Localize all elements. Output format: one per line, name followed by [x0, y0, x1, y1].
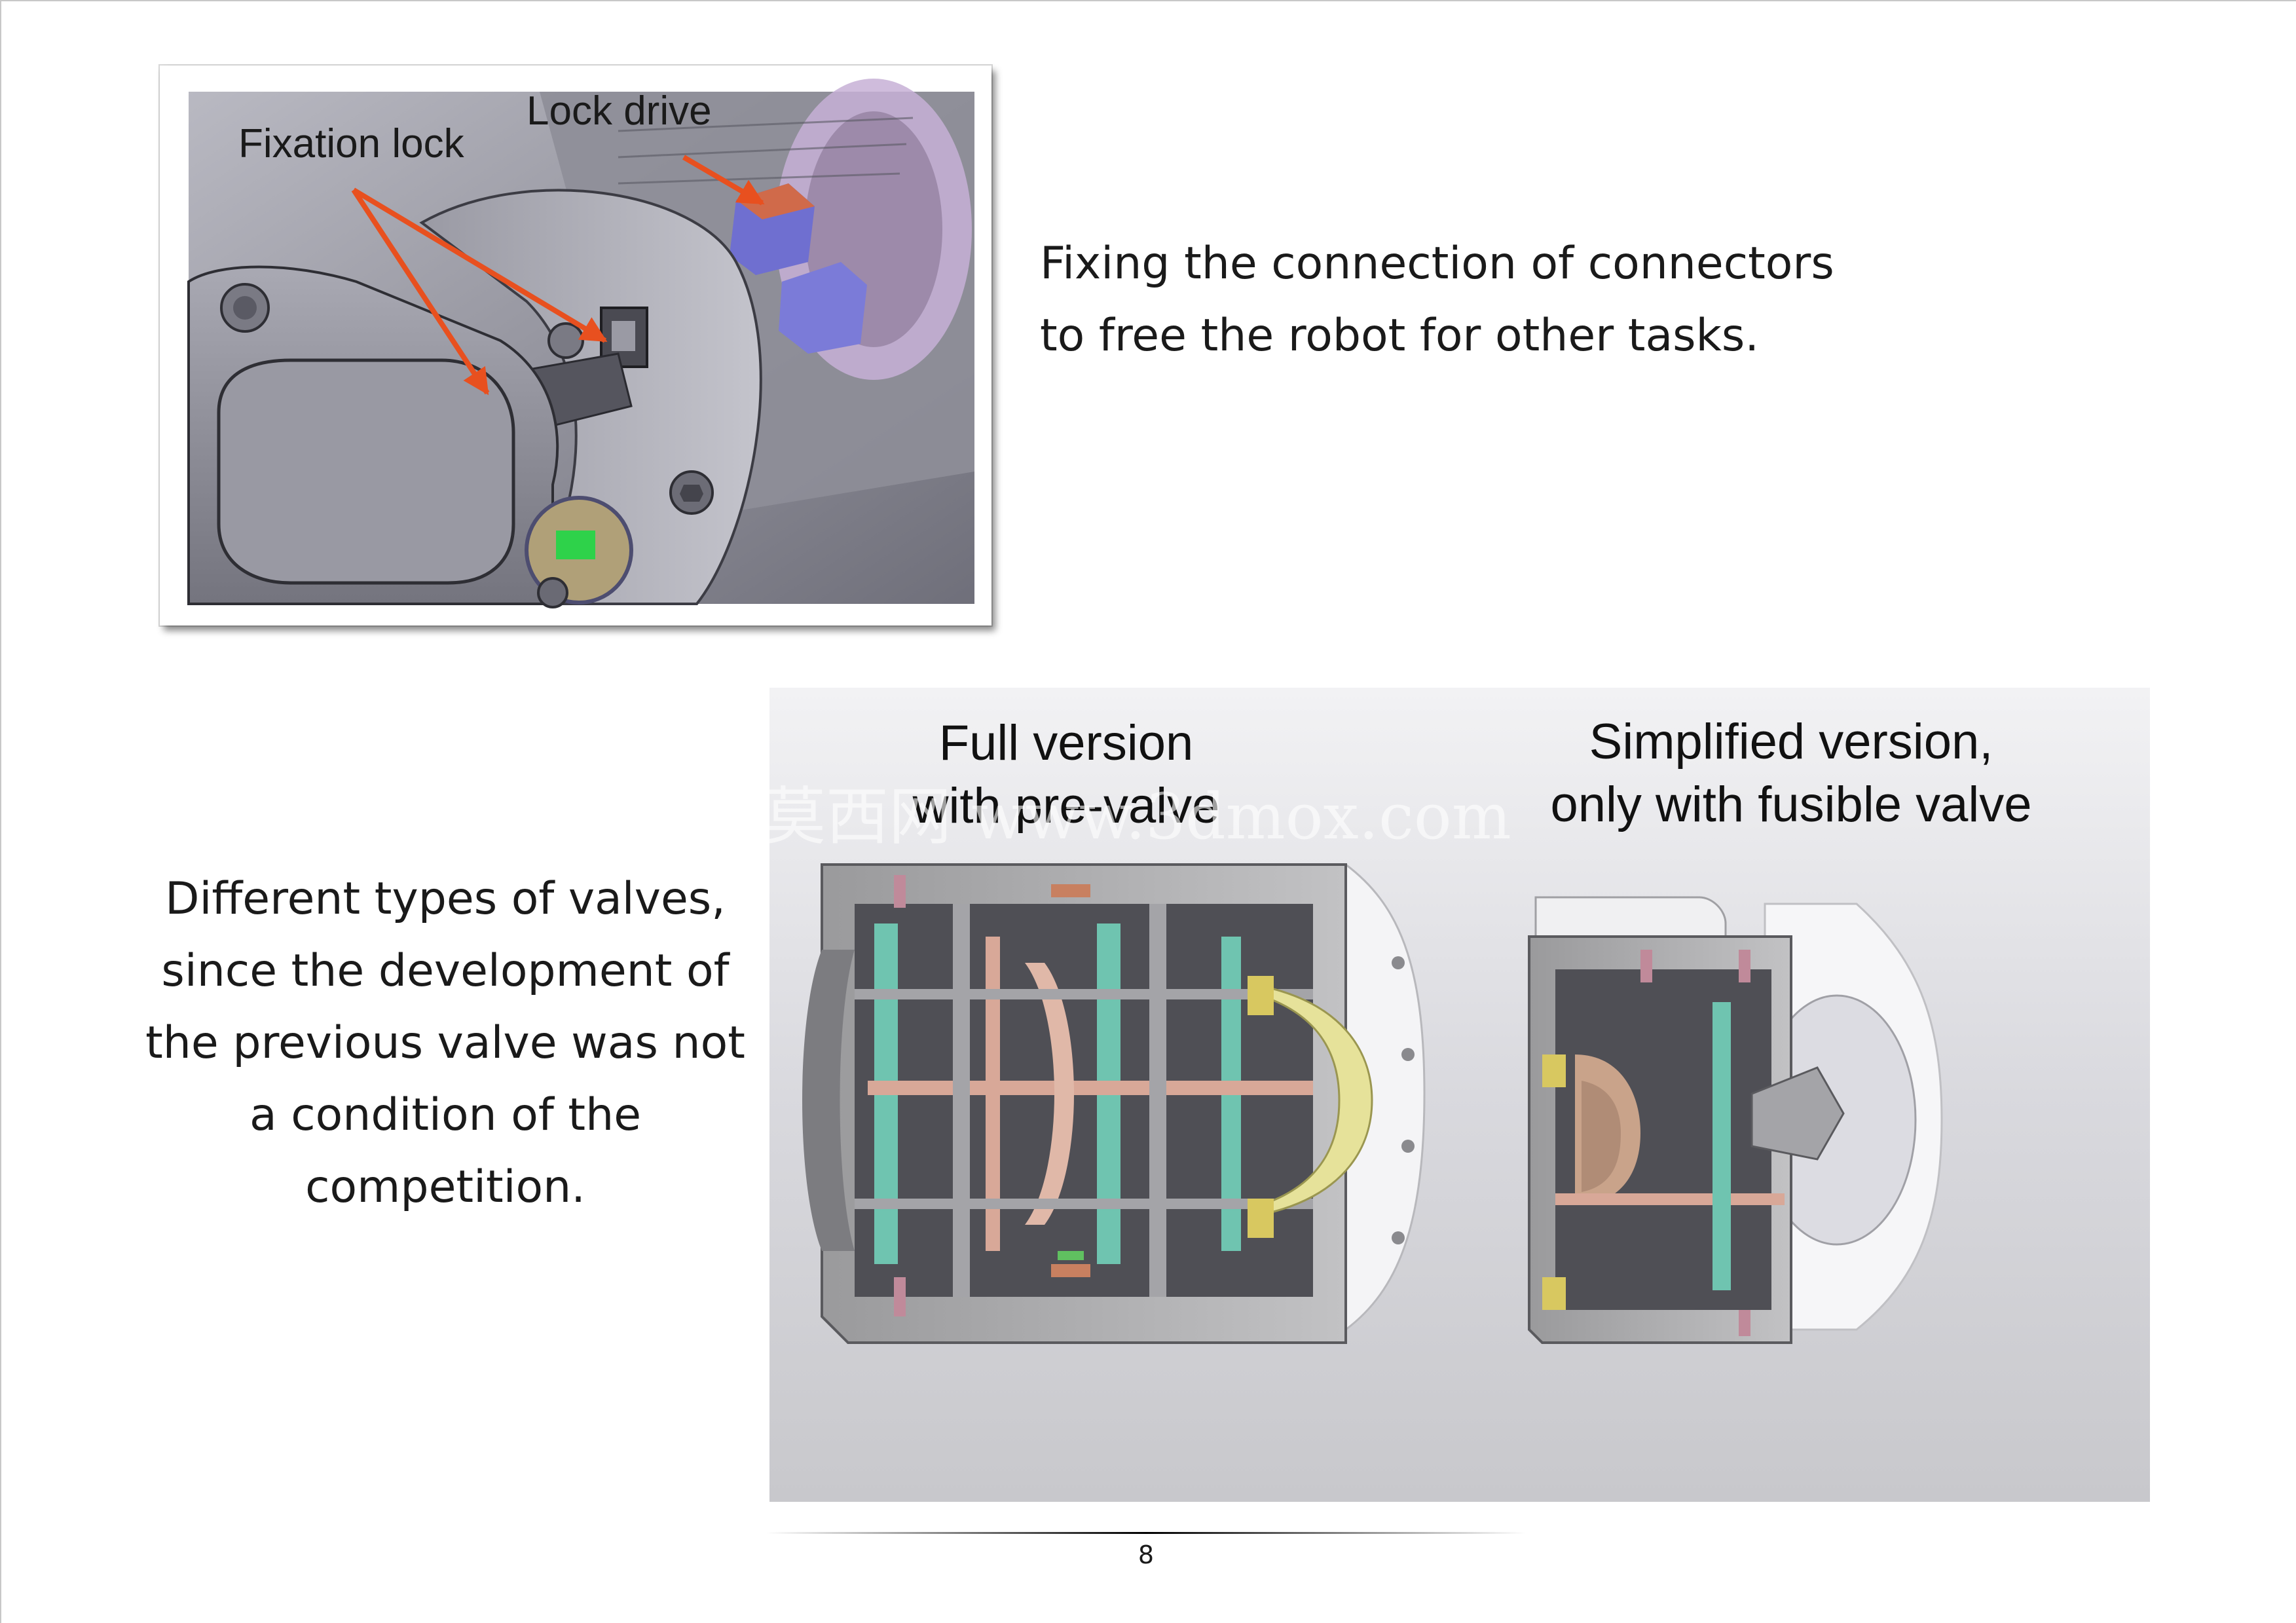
valve-stem [868, 1081, 1313, 1095]
valve-stem [1555, 1193, 1785, 1205]
description-left: Different types of valves, since the dev… [92, 863, 799, 1223]
footer-rule [766, 1532, 1526, 1534]
label-simplified-version: Simplified version, [1589, 714, 1993, 770]
fixation-lock-render: Fixation lock Lock drive [187, 79, 974, 608]
fixation-lock-arrow [351, 188, 490, 396]
description-left-line: the previous valve was not [145, 1017, 745, 1069]
label-fusible-valve: only with fusible valve [1550, 777, 2031, 832]
fixation-lock-arrow [352, 187, 608, 343]
label-lock-drive: Lock drive [527, 88, 712, 134]
description-left-line: a condition of the [249, 1089, 642, 1141]
green-pin [556, 531, 595, 559]
watermark: 莫西网 www.3dmox.com [769, 780, 1511, 853]
description-left-line: Different types of valves, [165, 873, 726, 925]
valve-versions-figure: Full version with pre-valve Simplified v… [769, 688, 2150, 1502]
description-left-line: competition. [305, 1161, 585, 1213]
description-top-line: Fixing the connection of connectors [1040, 238, 1834, 289]
description-top-line: to free the robot for other tasks. [1040, 310, 1759, 362]
lock-drive-arrow [682, 155, 765, 206]
label-fixation-lock: Fixation lock [238, 121, 465, 166]
fixation-lock-figure: Fixation lock Lock drive [160, 65, 991, 625]
full-version-valve [802, 863, 1426, 1344]
valve-cross-section-render: Full version with pre-valve Simplified v… [769, 688, 2150, 1502]
page-number: 8 [1138, 1540, 1155, 1569]
label-with-pre-valve: with pre-valve [912, 778, 1220, 834]
label-full-version: Full version [939, 715, 1194, 771]
description-left-line: since the development of [161, 945, 730, 997]
simplified-version-valve [1528, 896, 1943, 1344]
description-top: Fixing the connection of connectors to f… [1040, 228, 2153, 372]
